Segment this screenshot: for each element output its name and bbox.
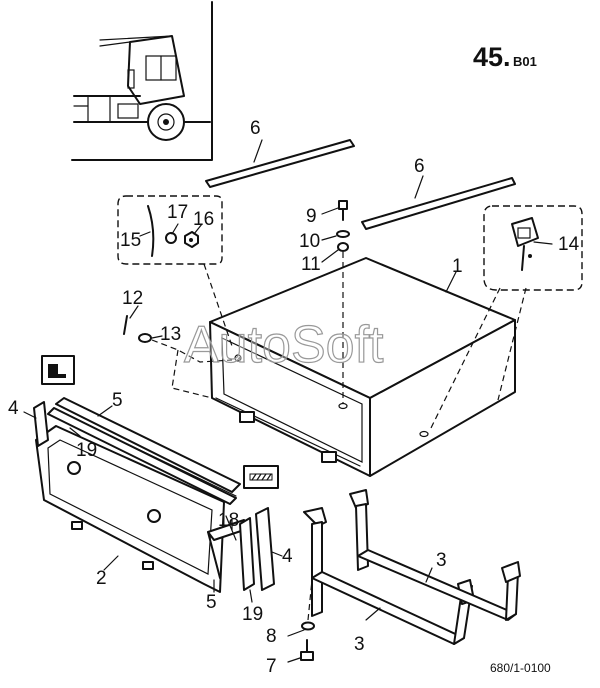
part-19-seal-left — [47, 407, 237, 505]
callout-15: 15 — [120, 230, 141, 251]
callout-7: 7 — [266, 656, 277, 677]
callout-19-left: 19 — [76, 440, 97, 461]
callout-16: 16 — [193, 209, 214, 230]
part-1-storage-box — [209, 257, 516, 477]
part-19-seal-right — [239, 517, 255, 591]
callout-10: 10 — [299, 231, 320, 252]
part-13-washer — [138, 333, 152, 343]
callout-13: 13 — [160, 324, 181, 345]
drawing-reference: 680/1-0100 — [490, 661, 551, 675]
callout-18: 18 — [218, 510, 239, 531]
leader-lines — [23, 207, 553, 663]
page-suffix: B01 — [513, 54, 537, 69]
callout-9: 9 — [306, 206, 317, 227]
callout-1: 1 — [452, 256, 463, 277]
part-4-side-strip-left — [33, 401, 49, 447]
truck-location-thumbnail — [71, 1, 213, 161]
callout-8: 8 — [266, 626, 277, 647]
weld-symbol-icon — [41, 355, 75, 385]
part-9-bolt — [338, 200, 348, 221]
callout-6-right: 6 — [414, 156, 425, 177]
part-4-side-strip-right — [255, 507, 275, 591]
callout-14: 14 — [558, 234, 580, 255]
part-12-split-pin — [123, 315, 128, 335]
callout-3-lower: 3 — [354, 634, 365, 655]
callout-5-upper: 5 — [112, 390, 123, 411]
detail-inset-handle — [429, 205, 583, 431]
seal-strip-symbol-icon — [243, 465, 279, 489]
callout-11: 11 — [301, 254, 321, 275]
part-2-lid-door — [35, 425, 225, 593]
part-10-washer — [336, 230, 350, 238]
callout-2: 2 — [96, 568, 107, 589]
callout-3-upper: 3 — [436, 550, 447, 571]
part-6-strip-upper — [205, 139, 355, 188]
callout-4-right: 4 — [282, 546, 293, 567]
part-8-washer — [301, 621, 315, 631]
part-6-strip-right — [361, 177, 516, 230]
part-11-nut — [337, 242, 349, 252]
part-18-clip — [225, 515, 237, 541]
detail-inset-latch — [117, 195, 233, 347]
part-3-frame-bracket — [303, 489, 521, 645]
callout-5-lower: 5 — [206, 592, 217, 613]
part-7-bolt — [300, 639, 314, 661]
callout-12: 12 — [122, 288, 143, 309]
callout-17: 17 — [167, 202, 188, 223]
watermark: AutoSoft — [184, 316, 384, 374]
page-number: 45. — [473, 42, 511, 72]
callout-6-upper: 6 — [250, 118, 261, 139]
callout-19-right: 19 — [242, 604, 263, 625]
callout-4-left: 4 — [8, 398, 19, 419]
